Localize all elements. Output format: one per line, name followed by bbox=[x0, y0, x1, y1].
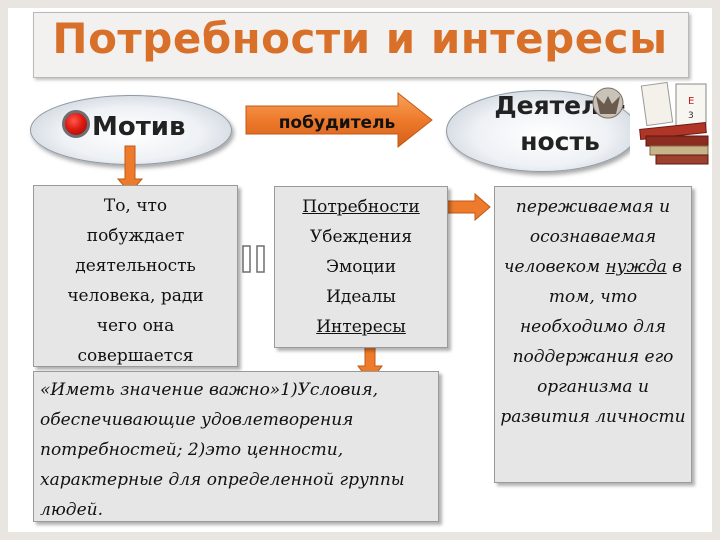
driver-arrow-label: побудитель bbox=[272, 113, 402, 133]
definition-text: То, что побуждает деятельность человека,… bbox=[33, 191, 238, 371]
state-emblem-icon bbox=[593, 88, 623, 118]
equals-sign-icon bbox=[240, 244, 270, 274]
interest-definition-text: «Иметь значение важно»1)Условия, обеспеч… bbox=[40, 375, 438, 525]
forms-list: Потребности Убеждения Эмоции Идеалы Инте… bbox=[274, 192, 448, 342]
svg-text:3: 3 bbox=[688, 111, 694, 121]
books-icon: Е 3 bbox=[630, 82, 710, 168]
list-item: Убеждения bbox=[274, 222, 448, 252]
need-definition-text: переживаемая и осознаваемая человеком ну… bbox=[494, 192, 692, 432]
list-item: Потребности bbox=[274, 192, 448, 222]
list-item: Эмоции bbox=[274, 252, 448, 282]
list-item: Идеалы bbox=[274, 282, 448, 312]
list-item: Интересы bbox=[274, 312, 448, 342]
svg-text:Е: Е bbox=[688, 96, 694, 107]
